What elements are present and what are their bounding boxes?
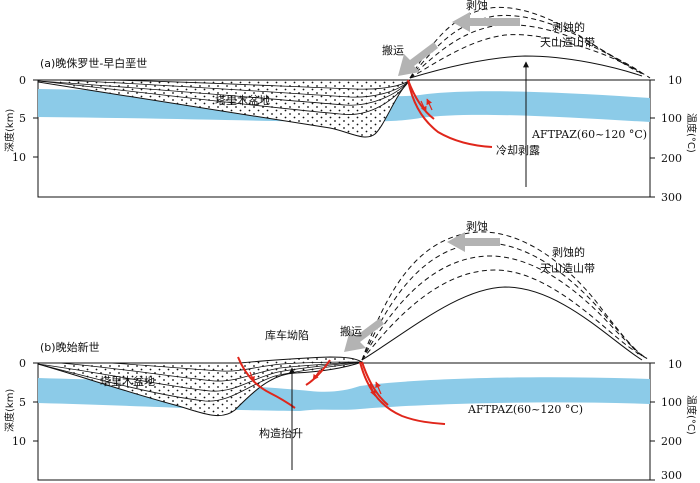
panel-a-title: (a)晚侏罗世-早白垩世 [40, 56, 147, 70]
panel-b-zone-label: AFTPAZ(60~120 °C) [467, 403, 583, 416]
panel-b-fault-frontal-splay [361, 361, 389, 406]
panel-a-layer-1 [37, 79, 411, 115]
panel-b-depth-tick-0: 0 [19, 357, 26, 370]
panel-a-depth-tick-5: 5 [19, 112, 26, 125]
panel-b-depression-label: 库车坳陷 [265, 328, 309, 342]
panel-a-erosion-label: 剥蚀 [466, 0, 488, 12]
panel-b-eroded-profile-1 [361, 269, 651, 361]
panel-a-eroded-profile-4 [409, 6, 639, 79]
panel-b-eroded-profile-4 [361, 231, 639, 361]
panel-b: (b)晚始新世 塔里木盆地 库车坳陷 搬运 剥蚀 剥蚀的 天山造山带 AFTPA… [3, 219, 698, 482]
panel-a-depth-axis: 0 5 10 深度(km) [3, 74, 38, 164]
panel-a: (a)晚侏罗世-早白垩世 塔里木盆地 搬运 剥蚀 剥蚀的 天山造山带 AFTPA… [3, 0, 698, 204]
panel-b-basin-label: 塔里木盆地 [100, 374, 155, 388]
panel-b-depth-tick-5: 5 [19, 396, 26, 409]
panel-b-fault-motion-arrow-2 [375, 381, 382, 395]
panel-a-layer-3 [59, 79, 411, 98]
panel-b-eroded-profile-2 [361, 255, 647, 361]
panel-a-eroded-range-label-2: 天山造山带 [540, 35, 595, 49]
panel-b-depth-axis-title: 深度(km) [3, 389, 16, 432]
panel-b-temp-axis: 10 100 200 300 温度(°C) [650, 358, 698, 482]
panel-a-basin-sediment [60, 80, 410, 138]
panel-b-temp-tick-300: 300 [661, 469, 682, 482]
panel-a-zone-label: AFTPAZ(60~120 °C) [531, 128, 647, 141]
panel-a-fault-splay [407, 79, 435, 120]
panel-a-depth-tick-10: 10 [12, 151, 26, 164]
panel-a-temp-axis-title: 温度(°C) [685, 113, 698, 153]
panel-b-layer-3 [59, 361, 363, 382]
panel-b-eroded-range-label-1: 剥蚀的 [552, 245, 585, 259]
panel-b-fault-kuqa-1 [237, 356, 296, 409]
panel-b-transport-label: 搬运 [340, 324, 362, 338]
panel-b-fault-motion-arrow-3 [249, 371, 255, 383]
panel-b-erosion-arrow [447, 232, 500, 252]
panel-b-depth-tick-10: 10 [12, 435, 26, 448]
panel-a-temp-axis: 10 100 200 300 温度(°C) [650, 74, 698, 204]
panel-b-fault-motion-arrow-1 [369, 383, 376, 397]
panel-b-layer-2 [37, 361, 363, 392]
panel-a-transport-arrow [398, 42, 438, 76]
panel-a-eroded-profile-1 [409, 34, 651, 79]
panel-b-eroded-profile-3 [361, 242, 643, 361]
panel-a-eroded-profile-2 [409, 24, 647, 79]
panel-b-temp-axis-title: 温度(°C) [685, 395, 698, 435]
panel-a-process-label: 冷却剥露 [496, 144, 540, 157]
panel-b-fault-frontal [359, 361, 446, 425]
panel-a-depth-tick-0: 0 [19, 74, 26, 87]
panel-b-process-label: 构造抬升 [259, 426, 303, 440]
panel-a-fault-motion-arrow-2 [426, 98, 433, 111]
panel-a-temp-tick-100: 100 [661, 112, 682, 125]
panel-b-fault-motion-arrow-4 [312, 369, 321, 381]
panel-b-transport-arrow [344, 318, 384, 352]
panel-b-erosion-label: 剥蚀 [466, 219, 488, 233]
panel-b-depth-axis: 0 5 10 深度(km) [3, 357, 38, 448]
panel-a-orogen-surface [409, 55, 643, 79]
panel-a-erosion-arrow [452, 12, 520, 32]
panel-b-temp-tick-100: 100 [661, 396, 682, 409]
panel-a-basin-label: 塔里木盆地 [215, 93, 270, 107]
panel-b-orogen-surface [361, 286, 643, 361]
panel-a-fault-main [407, 79, 493, 148]
panel-b-temp-tick-200: 200 [661, 435, 682, 448]
panel-a-layer-2 [37, 79, 411, 106]
panel-b-title: (b)晚始新世 [40, 340, 100, 354]
panel-a-temp-tick-300: 300 [661, 191, 682, 204]
panel-a-transport-label: 搬运 [382, 43, 404, 57]
panel-a-fault-motion-arrow-1 [420, 100, 427, 113]
panel-a-eroded-range-label-1: 剥蚀的 [552, 20, 585, 34]
panel-a-eroded-profile-3 [409, 14, 643, 79]
panel-a-temp-tick-200: 200 [661, 152, 682, 165]
panel-a-depth-axis-title: 深度(km) [3, 109, 16, 152]
panel-a-temp-tick-10: 10 [668, 74, 682, 87]
panel-b-layer-1 [37, 361, 363, 402]
panel-b-temp-tick-10: 10 [668, 358, 682, 371]
panel-a-layer-4 [109, 79, 411, 90]
panel-b-eroded-range-label-2: 天山造山带 [540, 261, 595, 275]
